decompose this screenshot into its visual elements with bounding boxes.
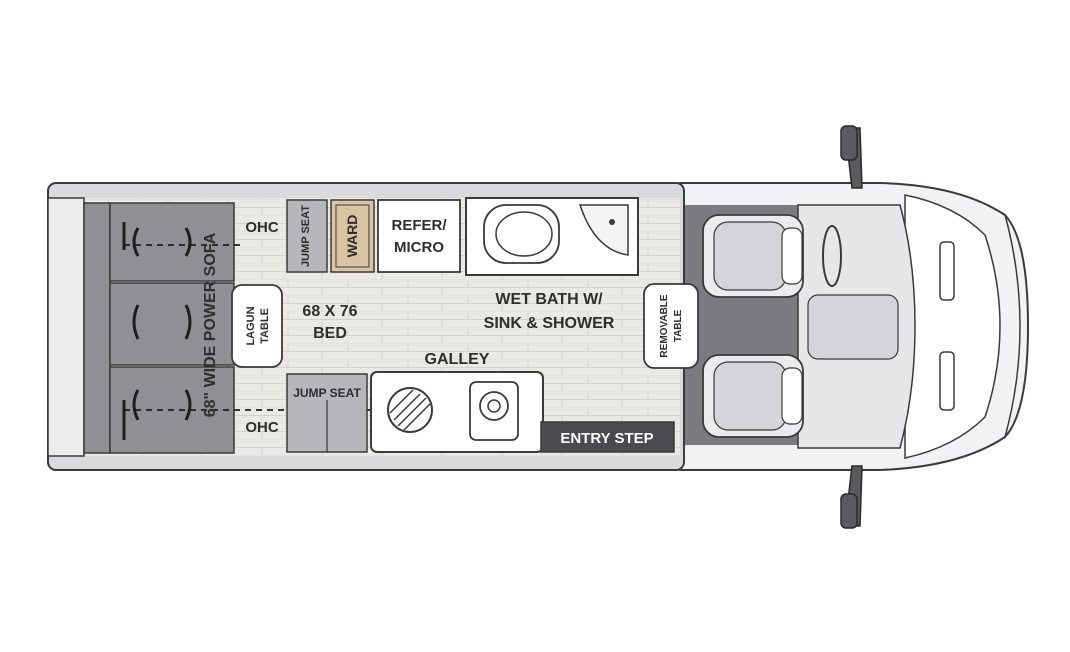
- galley-label: GALLEY: [425, 351, 490, 368]
- jump-seat-top-label: JUMP SEAT: [300, 205, 312, 267]
- removable-label-2: TABLE: [673, 309, 684, 342]
- wet-bath-label-2: SINK & SHOWER: [484, 315, 615, 332]
- steering-wheel: [822, 225, 842, 287]
- lagun-label-2: TABLE: [259, 308, 271, 344]
- driver-seat: [702, 214, 804, 298]
- center-console: [807, 294, 899, 360]
- bed-label-2: BED: [313, 325, 347, 342]
- bed-area: LAGUN TABLE 68 X 76 BED REMOVABLE TABLE: [231, 283, 699, 369]
- headlight-top: [939, 241, 955, 301]
- sofa-cushion-1: [109, 202, 235, 282]
- entry-step-label: ENTRY STEP: [560, 430, 653, 447]
- upper-fixtures: OHC JUMP SEAT WARD REFER/ MICRO WET BATH…: [245, 197, 639, 332]
- sink-icon: [578, 204, 629, 256]
- ohc-bottom-label: OHC: [245, 419, 279, 436]
- headlight-bottom: [939, 351, 955, 411]
- bed-label-1: 68 X 76: [302, 303, 357, 320]
- power-sofa: 68" WIDE POWER SOFA: [83, 202, 540, 454]
- ohc-top-label: OHC: [245, 219, 279, 236]
- removable-table: [643, 283, 699, 369]
- wet-bath: [465, 197, 639, 276]
- sofa-back: [83, 202, 111, 454]
- rear-wall: [47, 197, 85, 457]
- mirror-top: [840, 125, 863, 189]
- wardrobe: [330, 199, 375, 273]
- sofa-label: 68" WIDE POWER SOFA: [202, 232, 219, 417]
- lagun-table: [231, 284, 283, 368]
- wet-bath-label-1: WET BATH W/: [495, 291, 603, 308]
- van-cab: [679, 125, 1030, 529]
- jump-seat-bottom-label: JUMP SEAT: [293, 386, 361, 400]
- removable-label-1: REMOVABLE: [659, 294, 670, 357]
- refer-micro: [377, 199, 461, 273]
- refer-label-1: REFER/: [391, 217, 447, 234]
- refer-label-2: MICRO: [394, 239, 444, 256]
- jump-seat-top: [286, 199, 328, 273]
- mirror-bottom: [840, 465, 863, 529]
- lagun-label-1: LAGUN: [245, 306, 257, 345]
- entry-step: [540, 421, 675, 453]
- ward-label: WARD: [344, 215, 360, 258]
- hood-line: [1004, 214, 1021, 438]
- windshield: [904, 194, 1001, 459]
- galley-sink-icon: [469, 381, 519, 441]
- lower-fixtures: GALLEY JUMP SEAT OHC ENTRY STEP: [245, 351, 675, 453]
- passenger-seat: [702, 354, 804, 438]
- sofa-cushion-2: [109, 282, 235, 366]
- burner-icon: [387, 387, 433, 433]
